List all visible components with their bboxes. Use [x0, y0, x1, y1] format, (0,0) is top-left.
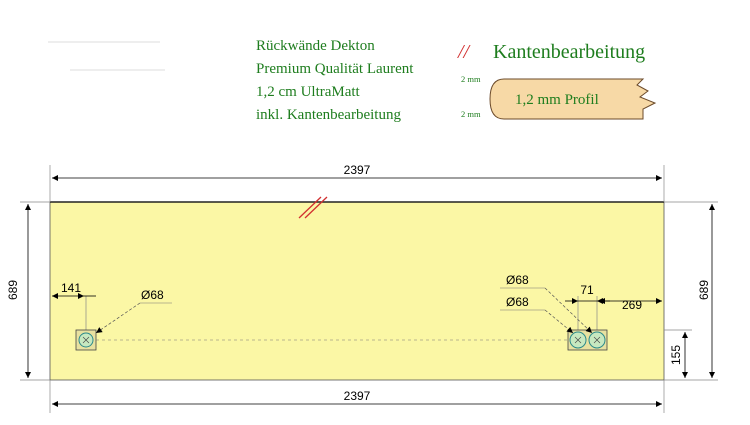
dim-right-height-label: 689	[697, 280, 711, 300]
dim-bottom-width-label: 2397	[344, 389, 371, 403]
header-line-3: 1,2 cm UltraMatt	[256, 84, 361, 100]
edge-symbol: //	[457, 41, 472, 63]
header-line-1: Rückwände Dekton	[256, 38, 375, 54]
dim-top-width: 2397	[52, 163, 662, 181]
dim-left-height-label: 689	[6, 280, 20, 300]
dim-left-offset: 141	[52, 281, 96, 299]
dim-hole-spacing-label: 71	[580, 283, 594, 297]
right-diameter-callout-2: Ø68	[500, 295, 574, 334]
dim-right-height: 689	[697, 204, 715, 378]
dim-hole-height-label: 155	[669, 345, 683, 365]
left-diameter-callout: Ø68	[95, 288, 172, 334]
edge-legend-title: Kantenbearbeitung	[493, 41, 645, 63]
extension-lines	[20, 165, 718, 413]
faint-watermark	[48, 41, 165, 71]
header-text-block: Rückwände Dekton Premium Qualität Lauren…	[256, 38, 414, 123]
dim-hole-height: 155	[669, 332, 688, 378]
dim-left-height: 689	[6, 204, 31, 378]
dim-top-width-label: 2397	[344, 163, 371, 177]
header-line-2: Premium Qualität Laurent	[256, 61, 414, 77]
profile-bottom-mm: 2 mm	[461, 109, 481, 119]
right-diameter-callout-1: Ø68	[500, 273, 593, 334]
header-line-4: inkl. Kantenbearbeitung	[256, 107, 401, 123]
left-cutout	[75, 329, 97, 351]
right-diameter-label-1: Ø68	[506, 273, 529, 287]
left-diameter-label: Ø68	[141, 288, 164, 302]
dim-left-offset-label: 141	[61, 281, 81, 295]
dim-right-offset-label: 269	[622, 298, 642, 312]
right-diameter-label-2: Ø68	[506, 295, 529, 309]
profile-top-mm: 2 mm	[461, 74, 481, 84]
dim-bottom-width: 2397	[52, 389, 662, 407]
right-cutout	[567, 329, 608, 351]
backsplash-panel	[49, 201, 665, 381]
dim-right-offset: 269	[599, 298, 662, 312]
edge-processing-mark	[298, 196, 328, 219]
profile-label: 1,2 mm Profil	[515, 92, 599, 108]
edge-legend: // Kantenbearbeitung 2 mm 2 mm 1,2 mm Pr…	[457, 41, 657, 120]
edge-profile-shape	[489, 78, 657, 120]
